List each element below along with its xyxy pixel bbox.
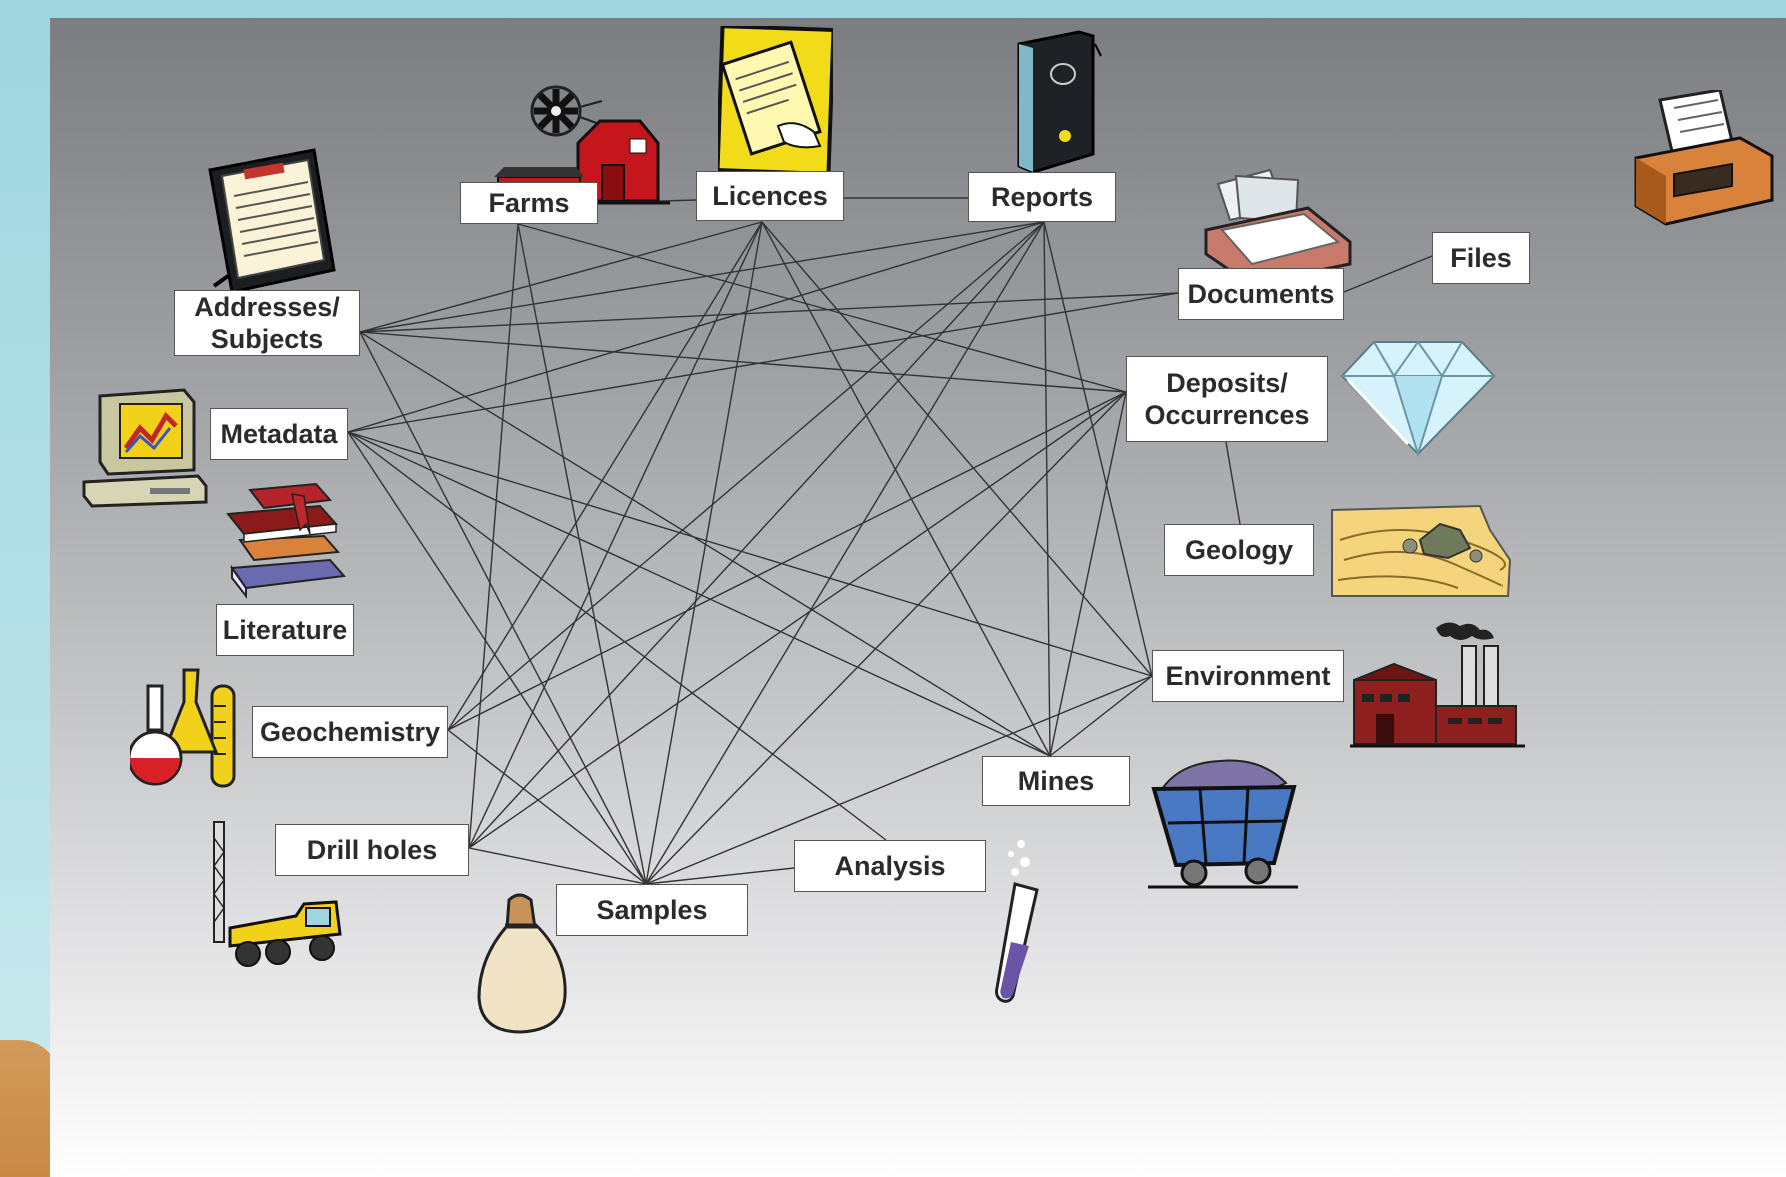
connection-line <box>1225 441 1241 525</box>
connection-line <box>359 221 1045 333</box>
connection-line <box>468 847 647 885</box>
node-analysis[interactable]: Analysis <box>794 840 986 892</box>
connection-line <box>645 675 1153 885</box>
node-documents[interactable]: Documents <box>1178 268 1344 320</box>
diamond-icon <box>1340 340 1496 458</box>
geology-terrain-icon <box>1331 504 1512 597</box>
connection-line <box>1043 221 1153 677</box>
connection-line <box>468 221 763 849</box>
connection-line <box>761 221 1153 677</box>
connection-line <box>517 223 647 885</box>
connection-line <box>447 221 763 731</box>
flasks-icon <box>130 668 236 788</box>
connection-line <box>359 331 647 885</box>
node-geochemistry[interactable]: Geochemistry <box>252 706 448 758</box>
test-tube-icon <box>995 840 1039 1003</box>
connection-line <box>645 221 1045 885</box>
document-tray-icon <box>1204 168 1352 286</box>
connection-line <box>347 431 1153 677</box>
node-farms[interactable]: Farms <box>460 182 598 224</box>
connection-line <box>447 391 1127 731</box>
connection-line <box>468 223 519 849</box>
node-deposits-occurrences[interactable]: Deposits/ Occurrences <box>1126 356 1328 442</box>
connection-line <box>359 331 1127 393</box>
node-samples[interactable]: Samples <box>556 884 748 936</box>
connection-line <box>359 221 763 333</box>
mine-cart-icon <box>1148 759 1298 889</box>
licence-certificate-icon <box>718 26 833 174</box>
connection-line <box>447 221 1045 731</box>
connection-line <box>1043 221 1051 757</box>
computer-chart-icon <box>82 388 208 508</box>
connection-line <box>1049 675 1153 757</box>
connection-line <box>517 223 1127 393</box>
connection-line <box>645 391 1127 885</box>
books-icon <box>226 482 346 599</box>
connection-line <box>1343 255 1433 293</box>
connection-line <box>347 431 887 841</box>
connection-line <box>359 331 1051 757</box>
diagram-panel: Farms Licences Reports Files Documents A… <box>50 18 1786 1177</box>
connection-line <box>468 391 1127 849</box>
node-files[interactable]: Files <box>1432 232 1530 284</box>
connection-line <box>347 292 1179 433</box>
node-environment[interactable]: Environment <box>1152 650 1344 702</box>
node-addresses-subjects[interactable]: Addresses/ Subjects <box>174 290 360 356</box>
factory-icon <box>1350 622 1525 748</box>
connection-line <box>447 729 647 885</box>
node-licences[interactable]: Licences <box>696 171 844 221</box>
connection-line <box>761 221 1051 757</box>
connection-line <box>347 431 1051 757</box>
clipboard-icon <box>208 148 336 294</box>
node-reports[interactable]: Reports <box>968 172 1116 222</box>
node-literature[interactable]: Literature <box>216 604 354 656</box>
file-drawer-icon <box>1634 90 1774 226</box>
connection-line <box>1049 391 1127 757</box>
connection-lines <box>347 197 1433 885</box>
drill-rig-icon <box>213 821 342 967</box>
connection-line <box>645 867 795 885</box>
connection-line <box>347 431 647 885</box>
connection-line <box>645 221 763 885</box>
connection-line <box>347 221 1045 433</box>
node-metadata[interactable]: Metadata <box>210 408 348 460</box>
sample-bag-icon <box>477 893 567 1034</box>
connection-line <box>359 292 1179 333</box>
node-geology[interactable]: Geology <box>1164 524 1314 576</box>
connection-line <box>468 221 1045 849</box>
node-drill-holes[interactable]: Drill holes <box>275 824 469 876</box>
report-binder-icon <box>1017 30 1102 174</box>
node-mines[interactable]: Mines <box>982 756 1130 806</box>
